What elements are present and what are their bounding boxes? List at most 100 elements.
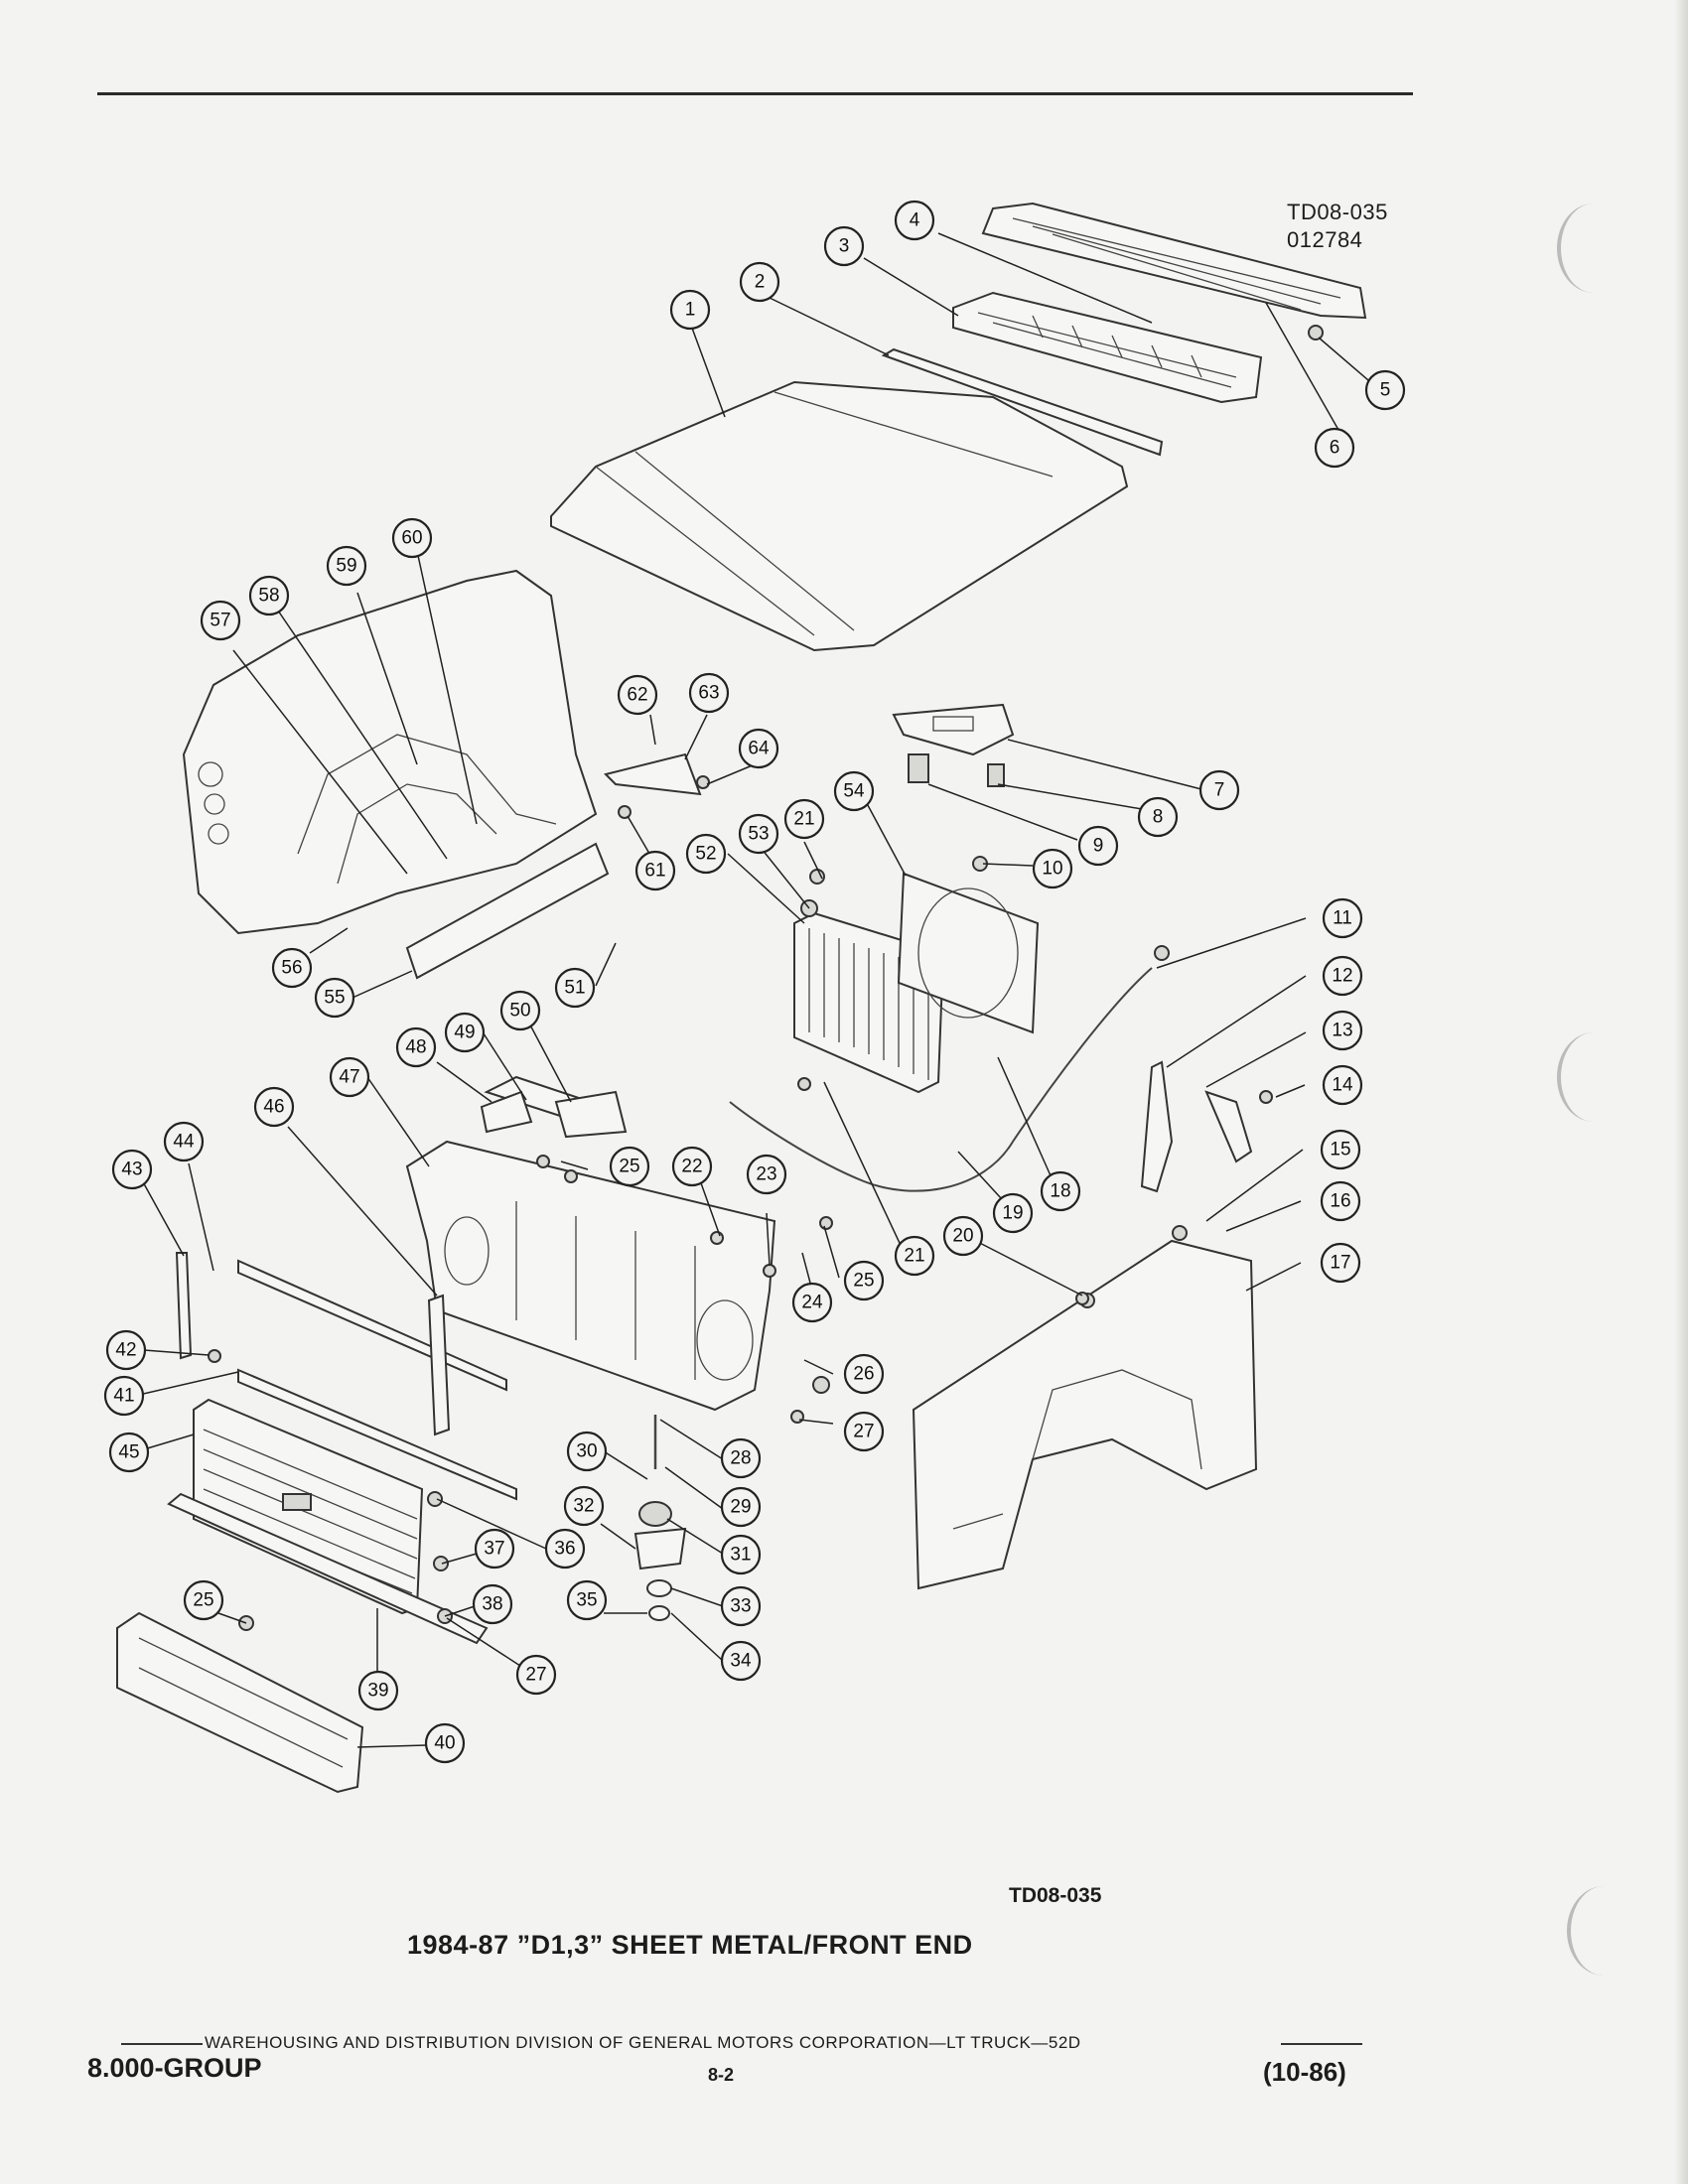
hood-release-cable bbox=[729, 967, 1153, 1192]
binder-hole-top bbox=[1557, 204, 1630, 293]
svg-text:53: 53 bbox=[748, 824, 769, 845]
callout: 62 bbox=[617, 674, 658, 716]
hood-seal bbox=[881, 347, 1164, 457]
callout: 53 bbox=[738, 813, 779, 855]
svg-text:13: 13 bbox=[1332, 1021, 1352, 1041]
svg-text:7: 7 bbox=[1214, 780, 1225, 801]
svg-text:63: 63 bbox=[698, 683, 719, 704]
leader-lines bbox=[135, 232, 1369, 1748]
svg-text:49: 49 bbox=[454, 1023, 475, 1043]
svg-text:23: 23 bbox=[756, 1164, 776, 1185]
callout: 60 bbox=[391, 517, 433, 559]
reference-number: 012784 bbox=[1287, 227, 1363, 252]
callout: 19 bbox=[992, 1192, 1034, 1234]
callout: 46 bbox=[253, 1086, 295, 1128]
callout: 57 bbox=[200, 600, 241, 641]
svg-text:4: 4 bbox=[910, 210, 920, 231]
svg-text:18: 18 bbox=[1050, 1181, 1070, 1202]
svg-text:25: 25 bbox=[853, 1271, 874, 1292]
hood bbox=[550, 380, 1129, 652]
callout: 44 bbox=[163, 1121, 205, 1162]
hood-latch bbox=[908, 753, 1005, 787]
callout: 48 bbox=[395, 1026, 437, 1068]
radiator-support-brackets bbox=[480, 1075, 628, 1139]
svg-text:28: 28 bbox=[730, 1448, 751, 1469]
radiator-support bbox=[405, 1140, 776, 1412]
top-rule bbox=[97, 92, 1413, 95]
exploded-parts-diagram: 1 2 3 4 5 6 7 8 9 10 11 12 13 14 15 16 1… bbox=[103, 200, 1406, 1794]
svg-text:26: 26 bbox=[853, 1364, 874, 1385]
svg-text:21: 21 bbox=[904, 1246, 924, 1267]
svg-text:27: 27 bbox=[525, 1665, 546, 1686]
callout: 29 bbox=[720, 1486, 762, 1528]
hood-bracket bbox=[604, 752, 702, 796]
svg-text:57: 57 bbox=[210, 611, 230, 631]
hood-latch-support bbox=[892, 703, 1015, 756]
callout: 4 bbox=[894, 200, 935, 241]
callout: 35 bbox=[566, 1579, 608, 1621]
svg-text:40: 40 bbox=[434, 1733, 455, 1754]
reference-code: TD08-035 bbox=[1287, 200, 1388, 224]
svg-text:2: 2 bbox=[755, 272, 766, 293]
callout: 51 bbox=[554, 967, 596, 1009]
svg-text:31: 31 bbox=[730, 1545, 751, 1566]
cowl-vent-panel bbox=[981, 202, 1367, 320]
svg-text:64: 64 bbox=[748, 739, 770, 759]
callout: 15 bbox=[1320, 1129, 1361, 1170]
svg-text:39: 39 bbox=[367, 1681, 388, 1702]
svg-text:30: 30 bbox=[576, 1441, 597, 1462]
callout: 34 bbox=[720, 1640, 762, 1682]
callout: 23 bbox=[746, 1154, 787, 1195]
svg-text:12: 12 bbox=[1332, 966, 1352, 987]
svg-text:16: 16 bbox=[1330, 1191, 1350, 1212]
svg-text:5: 5 bbox=[1380, 380, 1391, 401]
svg-text:8: 8 bbox=[1153, 807, 1164, 828]
callout: 21 bbox=[894, 1235, 935, 1277]
grille-filler-panel bbox=[167, 1492, 489, 1645]
svg-text:35: 35 bbox=[576, 1590, 597, 1611]
callout: 2 bbox=[739, 261, 780, 303]
callout: 41 bbox=[103, 1375, 145, 1417]
svg-text:37: 37 bbox=[484, 1539, 504, 1560]
callout: 49 bbox=[444, 1012, 486, 1053]
callout: 33 bbox=[720, 1585, 762, 1627]
callout: 54 bbox=[833, 770, 875, 812]
svg-text:41: 41 bbox=[113, 1386, 134, 1407]
svg-text:25: 25 bbox=[619, 1157, 639, 1177]
callout: 10 bbox=[1032, 848, 1073, 889]
radiator-mount-stack bbox=[633, 1415, 687, 1621]
hood-hinge bbox=[1140, 1060, 1253, 1193]
svg-text:38: 38 bbox=[482, 1594, 502, 1615]
svg-text:14: 14 bbox=[1332, 1075, 1353, 1096]
grille bbox=[193, 1398, 424, 1615]
svg-text:32: 32 bbox=[573, 1496, 594, 1517]
reference-label: TD08-035 012784 bbox=[1287, 199, 1388, 254]
callout: 56 bbox=[271, 947, 313, 989]
callout: 11 bbox=[1322, 897, 1363, 939]
svg-text:25: 25 bbox=[193, 1590, 213, 1611]
svg-text:17: 17 bbox=[1330, 1253, 1350, 1274]
callout: 32 bbox=[563, 1485, 605, 1527]
callout: 18 bbox=[1040, 1170, 1081, 1212]
grille-support-brackets bbox=[175, 1252, 451, 1436]
svg-text:59: 59 bbox=[336, 556, 356, 577]
svg-text:58: 58 bbox=[258, 586, 279, 607]
callout: 61 bbox=[634, 850, 676, 891]
callout: 26 bbox=[843, 1353, 885, 1395]
svg-text:51: 51 bbox=[564, 978, 585, 999]
callout: 55 bbox=[314, 977, 355, 1019]
svg-text:24: 24 bbox=[801, 1293, 823, 1313]
svg-text:21: 21 bbox=[793, 809, 814, 830]
svg-text:33: 33 bbox=[730, 1596, 751, 1617]
binder-hole-middle bbox=[1557, 1032, 1630, 1122]
callout: 25 bbox=[183, 1579, 224, 1621]
callout: 58 bbox=[248, 575, 290, 616]
svg-text:48: 48 bbox=[405, 1037, 426, 1058]
footer-date: (10-86) bbox=[1263, 2057, 1346, 2087]
footer-division: WAREHOUSING AND DISTRIBUTION DIVISION OF… bbox=[205, 2033, 1081, 2052]
grille-bezel bbox=[116, 1611, 364, 1794]
callout: 42 bbox=[105, 1329, 147, 1371]
svg-text:6: 6 bbox=[1330, 438, 1340, 459]
callout: 25 bbox=[843, 1260, 885, 1301]
footer-rule-right bbox=[1281, 2043, 1362, 2045]
